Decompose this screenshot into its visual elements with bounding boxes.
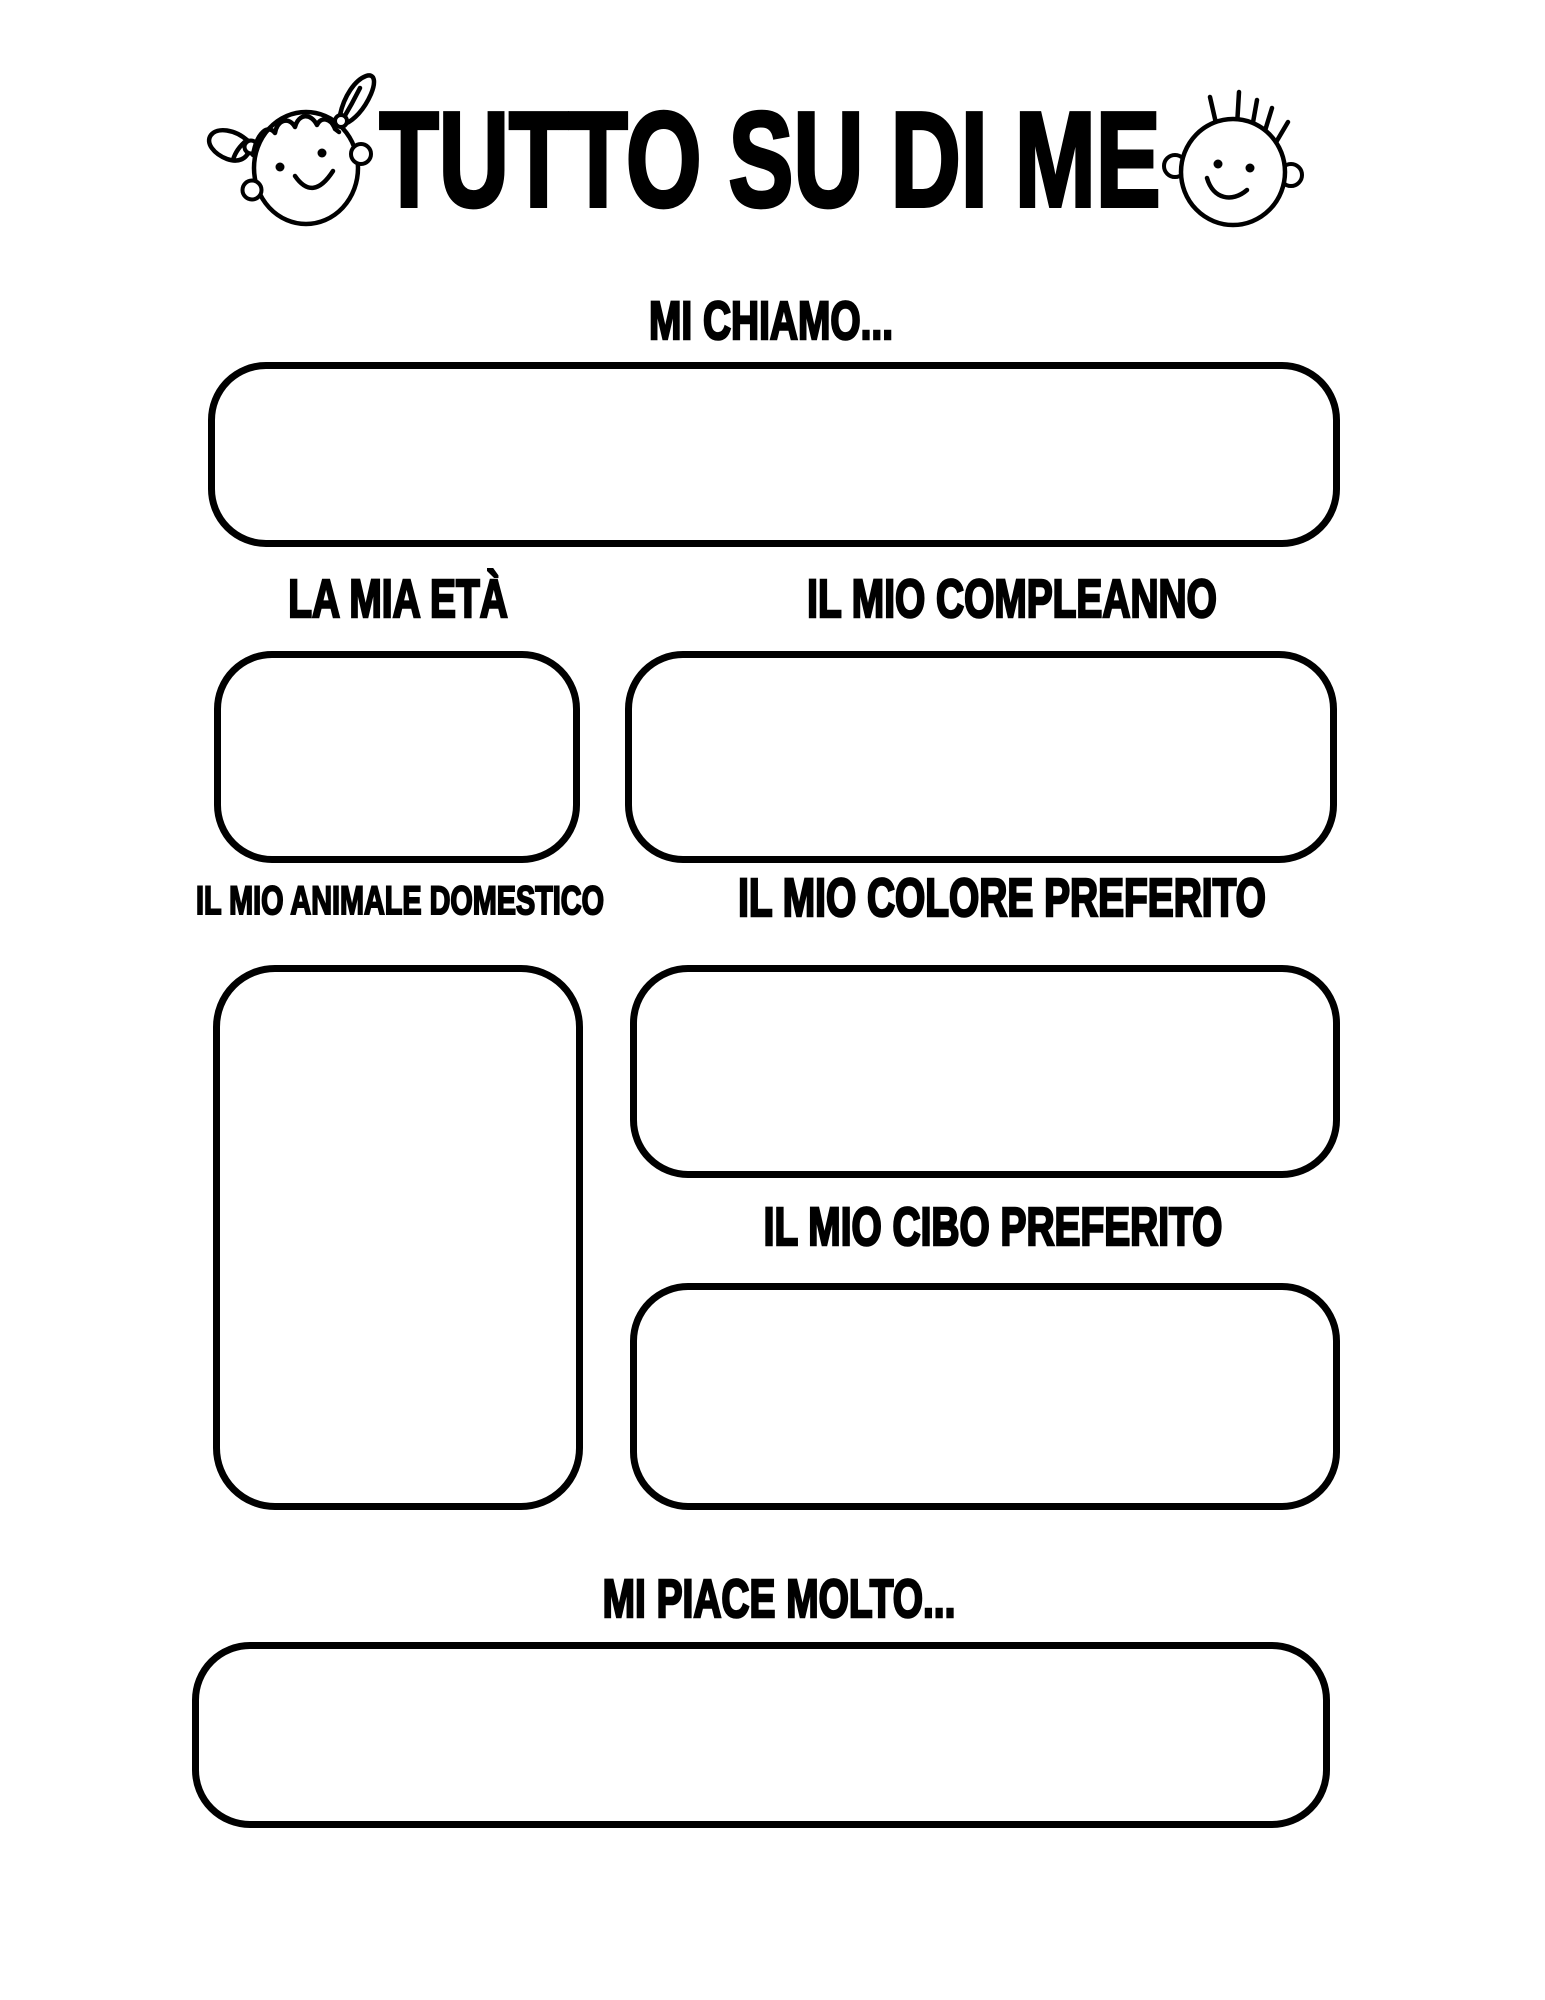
birthday-input-box[interactable] xyxy=(625,651,1337,863)
pet-value xyxy=(220,972,576,1008)
pet-input-box[interactable] xyxy=(213,965,583,1510)
boy-face-icon xyxy=(1162,89,1304,228)
field-label-age: LA MIA ETÀ xyxy=(287,569,508,629)
girl-face-icon xyxy=(206,73,377,227)
name-value xyxy=(215,369,1333,405)
page-title: TUTTO SU DI ME xyxy=(378,84,1162,235)
age-value xyxy=(221,658,573,694)
food-input-box[interactable] xyxy=(630,1283,1340,1510)
color-input-box[interactable] xyxy=(630,965,1340,1178)
food-value xyxy=(637,1290,1333,1326)
color-value xyxy=(637,972,1333,1008)
field-label-pet: IL MIO ANIMALE DOMESTICO xyxy=(195,879,605,923)
field-label-birthday: IL MIO COMPLEANNO xyxy=(806,569,1217,629)
likes-input-box[interactable] xyxy=(192,1642,1330,1828)
age-input-box[interactable] xyxy=(214,651,580,863)
field-label-food: IL MIO CIBO PREFERITO xyxy=(763,1197,1223,1257)
field-label-likes: MI PIACE MOLTO... xyxy=(602,1569,957,1629)
field-label-color: IL MIO COLORE PREFERITO xyxy=(737,868,1267,928)
name-input-box[interactable] xyxy=(208,362,1340,547)
field-label-name: MI CHIAMO... xyxy=(648,291,894,351)
birthday-value xyxy=(632,658,1330,694)
likes-value xyxy=(199,1649,1323,1685)
